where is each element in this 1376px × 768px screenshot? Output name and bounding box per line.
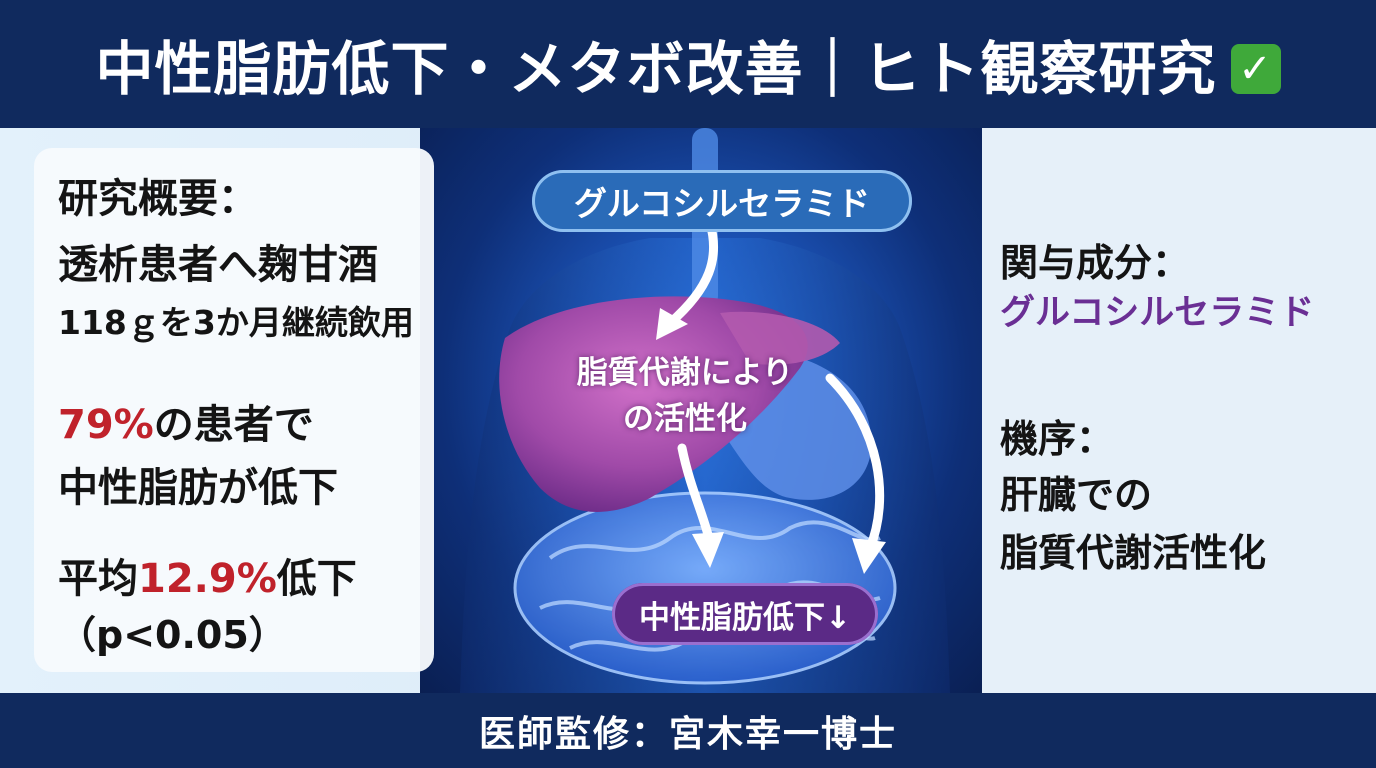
- torso-organs-graphic: [460, 128, 950, 693]
- study-summary-card: [34, 148, 434, 672]
- overview-line2: 118ｇを3か月継続飲用: [58, 303, 414, 342]
- liver-shape: [499, 296, 808, 512]
- lipid-metabolism-line2: の活性化: [623, 401, 747, 437]
- check-box-icon: ✓: [1230, 43, 1281, 94]
- result-line2: 中性脂肪が低下: [58, 465, 338, 511]
- overview-heading: 研究概要：: [58, 176, 258, 222]
- mechanism-heading: 機序：: [1000, 417, 1115, 461]
- supervisor-text: 医師監修：宮木幸一博士: [478, 713, 897, 755]
- title-bar: 中性脂肪低下・メタボ改善｜ヒト観察研究 ✓: [0, 0, 1376, 128]
- component-value: グルコシルセラミド: [1000, 293, 1315, 333]
- p-value: （p<0.05）: [58, 613, 287, 657]
- overview-line1: 透析患者へ麹甘酒: [58, 242, 378, 288]
- result-percent: 79%: [58, 402, 154, 448]
- arrowheads: [656, 308, 886, 574]
- title-text: 中性脂肪低下・メタボ改善｜ヒト観察研究: [95, 35, 1217, 103]
- mechanism-line2: 脂質代謝活性化: [1000, 531, 1267, 575]
- mechanism-line1: 肝臓での: [1000, 473, 1153, 517]
- glucosylceramide-pill: グルコシルセラミド: [532, 170, 912, 232]
- page-title: 中性脂肪低下・メタボ改善｜ヒト観察研究 ✓: [95, 22, 1281, 106]
- triglyceride-down-pill: 中性脂肪低下↓: [612, 583, 878, 645]
- average-suffix: 低下: [276, 556, 357, 602]
- component-heading: 関与成分：: [1000, 241, 1191, 285]
- glucosylceramide-pill-label: グルコシルセラミド: [573, 184, 871, 223]
- triglyceride-down-pill-label: 中性脂肪低下↓: [639, 599, 851, 636]
- lipid-metabolism-label: 脂質代謝により の活性化: [555, 350, 815, 442]
- mechanism-panel: [982, 128, 1376, 693]
- average-value: 12.9%: [138, 556, 277, 602]
- result-rest: の患者で: [153, 402, 314, 448]
- average-line: 平均12.9%低下: [58, 546, 357, 604]
- supervisor-footer: 医師監修：宮木幸一博士: [0, 693, 1376, 768]
- lipid-metabolism-line1: 脂質代謝により: [576, 355, 794, 391]
- result-line1: 79%の患者で: [58, 392, 314, 450]
- average-prefix: 平均: [58, 556, 138, 602]
